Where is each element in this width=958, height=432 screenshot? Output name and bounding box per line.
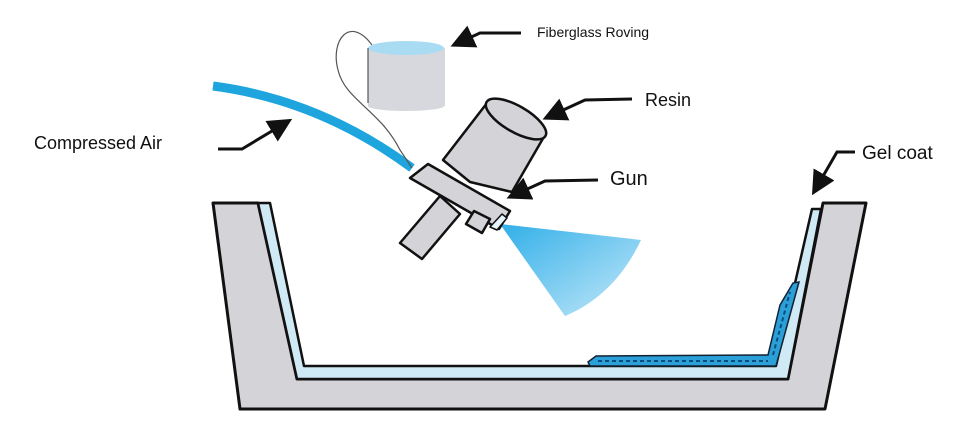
label-resin: Resin bbox=[645, 90, 692, 110]
compressed-air-hose bbox=[212, 81, 415, 172]
laminate-layer bbox=[587, 281, 801, 367]
label-compressed-air: Compressed Air bbox=[34, 133, 163, 153]
roving-strand bbox=[335, 31, 413, 169]
leader-arrows bbox=[218, 25, 855, 200]
gun-body bbox=[408, 162, 512, 231]
resin-cup-top bbox=[484, 97, 548, 141]
label-gel-coat: Gel coat bbox=[862, 143, 933, 164]
gun-handle bbox=[398, 194, 462, 261]
gel-coat-arrow bbox=[811, 150, 855, 196]
gun-trigger bbox=[464, 209, 492, 235]
gel-coat-layer bbox=[256, 201, 823, 381]
label-fiberglass-roving: Fiberglass Roving bbox=[537, 24, 650, 40]
gun-nozzle bbox=[489, 213, 508, 231]
label-gun: Gun bbox=[610, 168, 648, 190]
compressed-air-arrow bbox=[218, 118, 293, 151]
laminate-fibers-wall bbox=[772, 291, 791, 356]
fiberglass-arrow bbox=[450, 25, 521, 48]
gun-arrow bbox=[506, 177, 599, 200]
fiberglass-roving-spool bbox=[367, 41, 445, 111]
spray-cone bbox=[500, 224, 641, 316]
mold bbox=[211, 201, 868, 411]
resin-arrow bbox=[542, 97, 633, 121]
spray-gun bbox=[398, 97, 548, 261]
